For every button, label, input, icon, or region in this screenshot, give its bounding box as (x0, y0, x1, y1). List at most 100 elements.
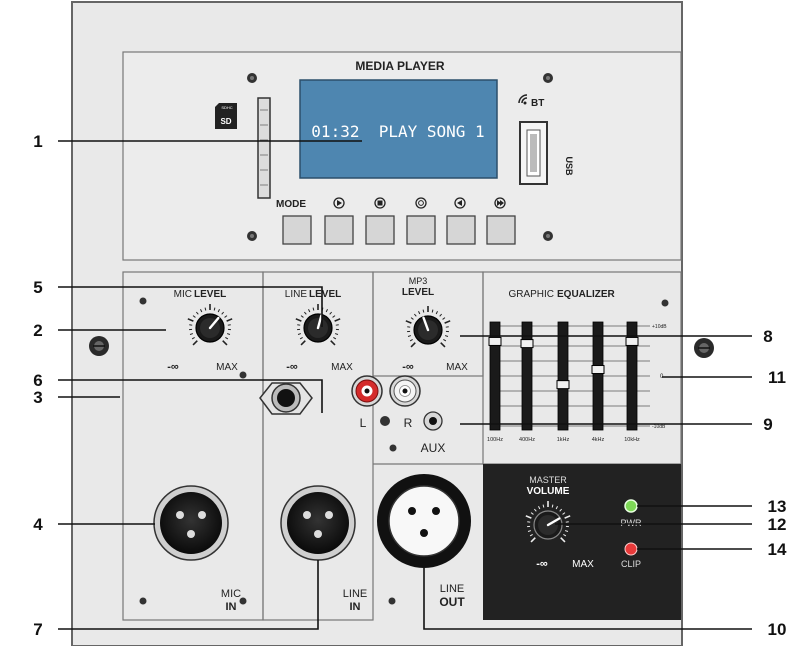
mic-in-top-label: MIC (221, 588, 241, 600)
knob-tick (431, 309, 434, 313)
eq-band-label: 100Hz (487, 437, 503, 443)
mic-level-label: LEVEL (194, 289, 226, 300)
knob-tick (533, 508, 537, 512)
eq-slider-knob[interactable] (591, 365, 605, 375)
knob-tick (221, 311, 225, 315)
repeat-icon (415, 197, 427, 209)
aux-jack[interactable] (423, 411, 443, 431)
callout-9: 9 (763, 415, 772, 434)
mic-level-knob[interactable] (187, 304, 233, 346)
eq-band-400Hz[interactable]: 400Hz (519, 321, 535, 443)
knob-tick (405, 320, 412, 324)
knob-tick (418, 311, 421, 315)
rca-right-input[interactable] (389, 375, 421, 407)
knob-tick (226, 318, 233, 322)
knob-tick (312, 307, 315, 311)
line-out-bottom-label: OUT (439, 595, 465, 609)
screw-icon (694, 338, 714, 358)
mp3-min-label: -∞ (402, 361, 414, 373)
knob-pointer (208, 316, 220, 330)
screw-icon (139, 297, 147, 305)
bluetooth-icon (518, 94, 528, 105)
screw-icon (380, 416, 390, 426)
knob-tick (559, 508, 563, 512)
line-level-knob[interactable] (295, 304, 341, 346)
knob-tick (527, 530, 532, 532)
eq-slider-track (626, 321, 638, 431)
master-volume-knob[interactable] (525, 501, 571, 543)
sd-card-icon: SDHC SD (215, 103, 237, 129)
screw-icon (661, 299, 669, 307)
mp3-level-knob[interactable] (405, 306, 451, 348)
knob-tick (551, 504, 554, 508)
master-min-label: -∞ (536, 558, 548, 570)
eq-bands: 100Hz 400Hz 1kHz 4kHz 10kHz (487, 321, 640, 443)
knob-pointer (422, 316, 430, 332)
quarter-inch-jack[interactable] (259, 382, 313, 415)
knob-tick (563, 533, 567, 537)
callout-7: 7 (33, 620, 42, 639)
knob-tick (413, 313, 417, 317)
knob-tick (222, 340, 228, 346)
play-button[interactable] (324, 215, 354, 245)
sd-card-slot[interactable] (257, 97, 271, 199)
mode-label: MODE (276, 199, 306, 210)
mode-button[interactable] (282, 215, 312, 245)
screw-icon (139, 597, 147, 605)
knob-tick (333, 336, 337, 340)
mp3-level-label: LEVEL (402, 287, 434, 298)
xlr-line-output[interactable] (377, 474, 471, 568)
knob-tick (308, 309, 311, 313)
screw-icon (543, 231, 553, 241)
stop-button[interactable] (365, 215, 395, 245)
knob-tick (564, 530, 569, 532)
eq-slider-knob[interactable] (625, 336, 639, 346)
knob-tick (187, 318, 194, 322)
eq-band-10kHz[interactable]: 10kHz (624, 321, 640, 443)
svg-text:SD: SD (220, 117, 231, 126)
eq-title-prefix: GRAPHIC (508, 289, 554, 300)
eq-slider-knob[interactable] (488, 336, 502, 346)
eq-band-100Hz[interactable]: 100Hz (487, 321, 503, 443)
knob-tick (224, 315, 228, 318)
eq-slider-track (592, 321, 604, 431)
screw-icon (89, 336, 109, 356)
power-led (624, 499, 638, 513)
eq-band-4kHz[interactable]: 4kHz (591, 321, 605, 443)
callout-6: 6 (33, 371, 42, 390)
previous-button[interactable] (446, 215, 476, 245)
knob-tick (334, 318, 341, 322)
callout-12: 12 (768, 515, 787, 534)
eq-slider-knob[interactable] (556, 380, 570, 390)
repeat-button[interactable] (406, 215, 436, 245)
rca-left-input[interactable] (351, 375, 383, 407)
knob-tick (564, 515, 571, 519)
callout-3: 3 (33, 388, 42, 407)
line-in-top-label: LINE (343, 588, 367, 600)
knob-tick (530, 537, 536, 543)
knob-tick (204, 307, 207, 311)
xlr-line-input[interactable] (280, 485, 356, 561)
display-text: 01:32 PLAY SONG 1 (311, 122, 484, 141)
knob-tick (226, 333, 231, 335)
knob-tick (525, 515, 532, 519)
knob-tick (444, 320, 451, 324)
screw-icon (543, 73, 553, 83)
knob-tick (330, 340, 336, 346)
next-button[interactable] (486, 215, 516, 245)
xlr-mic-input[interactable] (153, 485, 229, 561)
eq-band-1kHz[interactable]: 1kHz (556, 321, 570, 443)
knob-tick (329, 311, 333, 315)
knob-tick (303, 311, 307, 315)
knob-tick (297, 333, 302, 335)
aux-label: AUX (421, 441, 446, 455)
eq-slider-track (557, 321, 569, 431)
eq-band-label: 4kHz (592, 437, 605, 443)
knob-tick (189, 333, 194, 335)
pwr-label: PWR (621, 518, 642, 528)
callout-1: 1 (33, 132, 42, 151)
eq-scale (490, 325, 650, 427)
eq-slider-knob[interactable] (520, 339, 534, 349)
knob-tick (410, 317, 414, 320)
